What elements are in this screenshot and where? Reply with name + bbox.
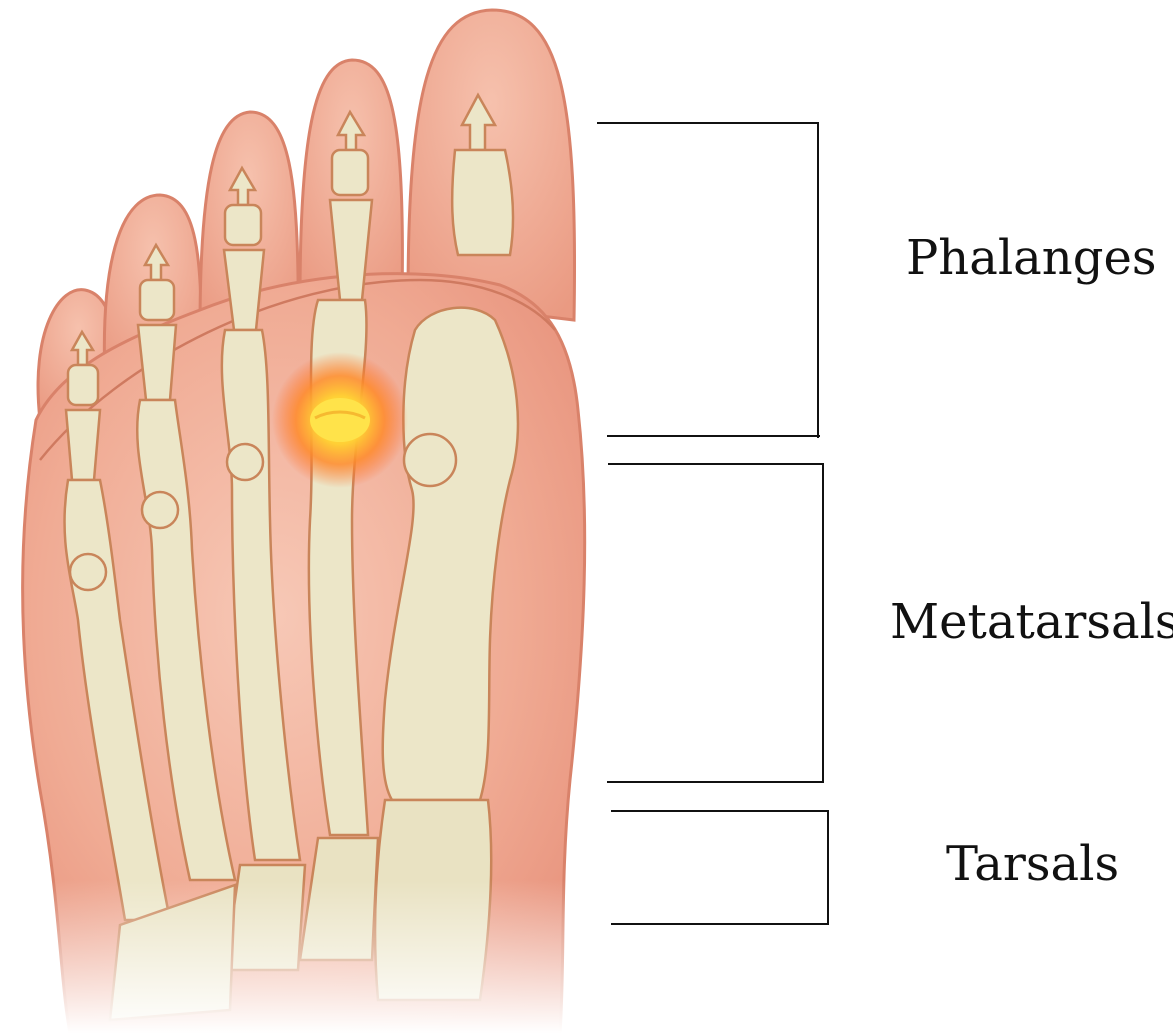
pain-highlight <box>272 352 408 488</box>
region-brackets <box>597 123 828 924</box>
phalanges-label: Phalanges <box>906 234 1156 282</box>
bracket-phalanges <box>597 123 820 438</box>
joint-head-fifth <box>70 554 106 590</box>
bracket-tarsals <box>611 811 828 924</box>
middle-phalanx-fourth-toe <box>140 280 174 320</box>
tarsals-label: Tarsals <box>946 840 1119 888</box>
proximal-phalanx-fifth-toe <box>66 410 100 480</box>
proximal-phalanx-fourth-toe <box>138 325 176 400</box>
proximal-phalanx-big-toe <box>452 150 513 255</box>
joint-head-third <box>227 444 263 480</box>
foot-illustration <box>0 10 620 1033</box>
bracket-metatarsals <box>607 464 823 782</box>
joint-head-first <box>404 434 456 486</box>
middle-phalanx-second-toe <box>332 150 368 195</box>
middle-phalanx-fifth-toe <box>68 365 98 405</box>
metatarsals-label: Metatarsals <box>890 598 1173 646</box>
bottom-fade <box>0 880 620 1033</box>
middle-phalanx-third-toe <box>225 205 261 245</box>
joint-head-fourth <box>142 492 178 528</box>
pain-core <box>310 398 370 442</box>
